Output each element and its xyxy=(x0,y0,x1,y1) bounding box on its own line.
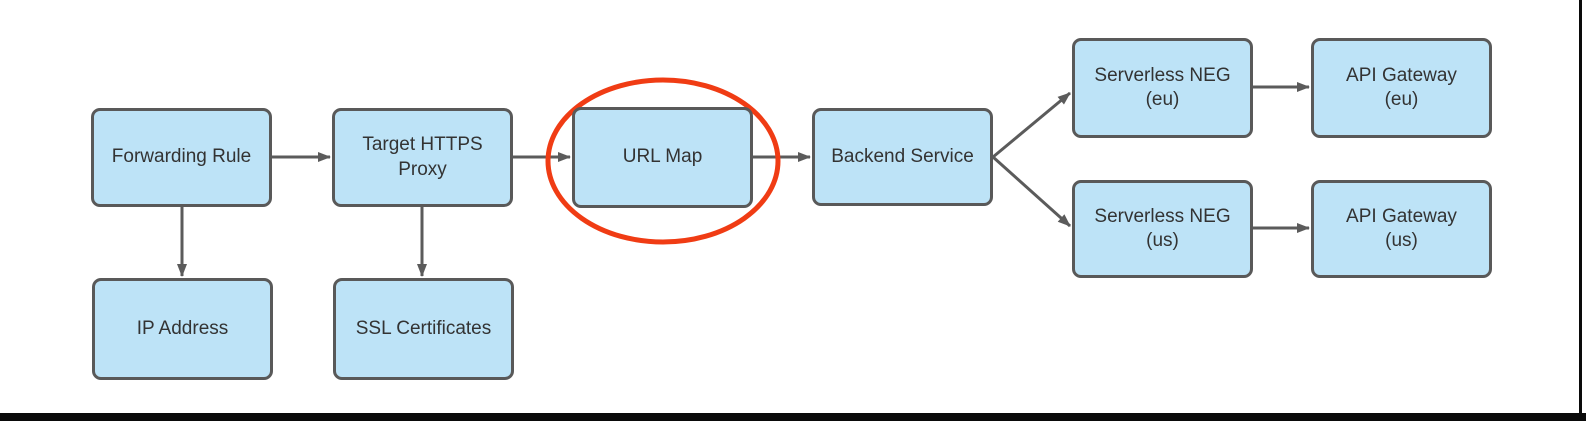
edge-backend-service-to-serverless-neg-eu xyxy=(992,91,1071,159)
node-backend-service-label: Backend Service xyxy=(831,145,974,167)
node-ip-address-label: IP Address xyxy=(136,317,229,339)
window-right-edge xyxy=(1579,0,1582,421)
node-forwarding-rule: Forwarding Rule xyxy=(91,108,272,207)
node-ssl-certificates: SSL Certificates xyxy=(333,278,514,380)
node-api-gateway-eu: API Gateway (eu) xyxy=(1311,38,1492,138)
node-serverless-neg-us-label: Serverless NEG (us) xyxy=(1094,205,1231,251)
node-ip-address: IP Address xyxy=(92,278,273,380)
node-target-https-proxy: Target HTTPS Proxy xyxy=(332,108,513,207)
window-bottom-edge xyxy=(0,413,1586,421)
node-backend-service: Backend Service xyxy=(812,108,993,206)
node-serverless-neg-us: Serverless NEG (us) xyxy=(1072,180,1253,278)
node-url-map-label: URL Map xyxy=(622,146,703,168)
node-serverless-neg-eu: Serverless NEG (eu) xyxy=(1072,38,1253,138)
node-api-gateway-us-label: API Gateway (us) xyxy=(1346,205,1457,251)
node-forwarding-rule-label: Forwarding Rule xyxy=(111,146,252,168)
node-ssl-certificates-label: SSL Certificates xyxy=(355,317,492,339)
node-serverless-neg-eu-label: Serverless NEG (eu) xyxy=(1094,64,1231,110)
node-url-map: URL Map xyxy=(572,107,753,208)
node-api-gateway-eu-label: API Gateway (eu) xyxy=(1346,64,1457,110)
node-target-https-proxy-label: Target HTTPS Proxy xyxy=(362,134,483,180)
edge-backend-service-to-serverless-neg-us xyxy=(991,155,1072,228)
node-api-gateway-us: API Gateway (us) xyxy=(1311,180,1492,278)
